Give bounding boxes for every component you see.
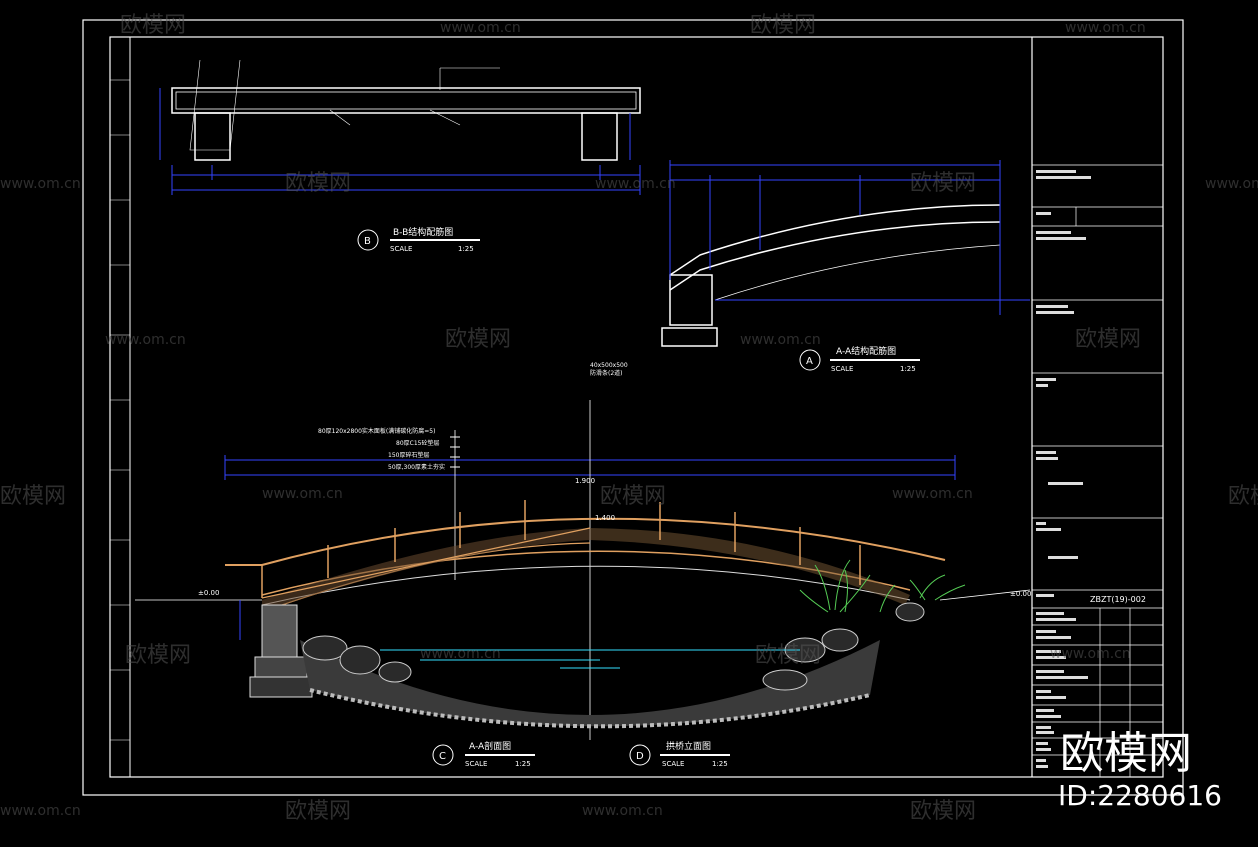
bb-marker: B (364, 236, 371, 247)
wm-brand-2: 欧模网 (750, 13, 816, 38)
aa-section-drawing: A A-A结构配筋图 SCALE 1:25 40x500x500 防滑条(2道) (590, 160, 1030, 377)
rebar-note-2: 防滑条(2道) (590, 369, 623, 377)
bb-title: B-B结构配筋图 (393, 226, 453, 238)
wm-site-12: www.om.cn (0, 803, 81, 819)
layer-note-1: 80厚120x2800实木面板(满铺碳化防腐=5) (318, 427, 435, 435)
wm-brand-6: 欧模网 (1075, 327, 1141, 352)
plants (799, 559, 966, 613)
d-scale-value: 1:25 (712, 760, 728, 768)
drawing-number: ZBZT(19)-002 (1090, 595, 1146, 604)
elev-mid: 1.400 (595, 514, 615, 522)
wm-brand-8: 欧模网 (600, 484, 666, 509)
wm-site-5: www.om.cn (1205, 176, 1258, 192)
elev-right: ±0.00 (1010, 590, 1031, 598)
elev-left: ±0.00 (198, 589, 219, 597)
wm-site-10: www.om.cn (420, 646, 501, 662)
layer-note-4: 50厚,300厚素土夯实 (388, 463, 445, 471)
d-title: 拱桥立面图 (666, 740, 711, 752)
wm-brand-3: 欧模网 (285, 171, 351, 196)
c-title: A-A剖面图 (469, 740, 511, 752)
wm-brand-11: 欧模网 (755, 643, 821, 668)
aa-title: A-A结构配筋图 (836, 345, 896, 357)
bb-section-drawing: B B-B结构配筋图 SCALE 1:25 (159, 59, 641, 253)
wm-brand-9: 欧模网 (1228, 484, 1258, 509)
wm-site-6: www.om.cn (105, 332, 186, 348)
water-lines (380, 649, 800, 669)
title-block-fine-text (1036, 170, 1091, 768)
wm-site-13: www.om.cn (582, 803, 663, 819)
layer-note-2: 80厚C15砼垫层 (396, 439, 439, 447)
bb-scale-value: 1:25 (458, 245, 474, 253)
layer-note-3: 150厚碎石垫层 (388, 451, 429, 459)
c-scale-label: SCALE (465, 760, 487, 768)
d-marker: D (636, 751, 644, 762)
d-scale-label: SCALE (662, 760, 684, 768)
wm-brand-13: 欧模网 (910, 799, 976, 824)
watermarks: 欧模网 www.om.cn 欧模网 www.om.cn www.om.cn 欧模… (0, 13, 1258, 824)
bb-scale-label: SCALE (390, 245, 412, 253)
wm-site-7: www.om.cn (740, 332, 821, 348)
wm-brand-7: 欧模网 (0, 484, 66, 509)
wm-site-2: www.om.cn (1065, 20, 1146, 36)
corner-brand: 欧模网 (1060, 728, 1192, 779)
aa-scale-label: SCALE (831, 365, 853, 373)
title-block: ZBZT(19)-002 (1031, 37, 1163, 777)
bridge-drawing: 1.900 1.400 ±0.00 ±0.00 80厚120x2800实木面板(… (135, 400, 1031, 768)
outer-frame (82, 19, 1184, 796)
left-strip-ticks (110, 79, 130, 741)
corner-id: ID:2280616 (1058, 779, 1222, 812)
wm-site-4: www.om.cn (595, 176, 676, 192)
rebar-note: 40x500x500 (590, 362, 628, 369)
wm-site-8: www.om.cn (262, 486, 343, 502)
wm-site-1: www.om.cn (440, 20, 521, 36)
c-scale-value: 1:25 (515, 760, 531, 768)
wm-brand-4: 欧模网 (910, 171, 976, 196)
c-marker: C (439, 751, 446, 762)
wm-site-9: www.om.cn (892, 486, 973, 502)
wm-brand-5: 欧模网 (445, 327, 511, 352)
wm-brand-1: 欧模网 (120, 13, 186, 38)
aa-scale-value: 1:25 (900, 365, 916, 373)
wm-site-11: www.om.cn (1050, 646, 1131, 662)
aa-marker: A (806, 356, 813, 367)
wm-brand-10: 欧模网 (125, 643, 191, 668)
wm-brand-12: 欧模网 (285, 799, 351, 824)
wm-site-3: www.om.cn (0, 176, 81, 192)
elev-top: 1.900 (575, 477, 595, 485)
inner-frame (109, 36, 1164, 778)
